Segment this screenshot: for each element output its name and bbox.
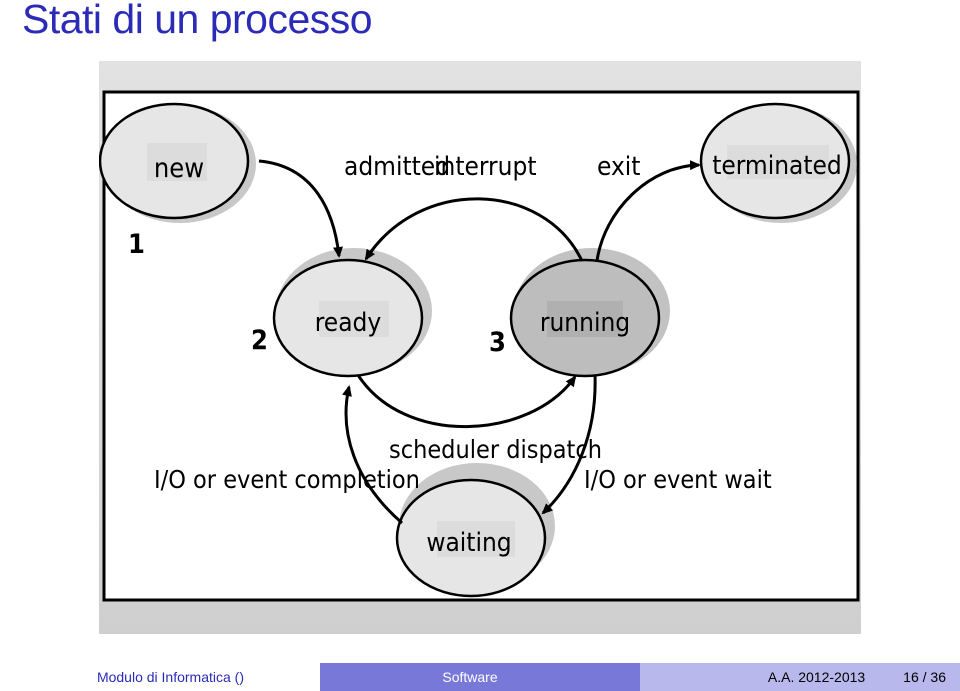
arrow-interrupt (364, 197, 584, 262)
state-running: running (509, 248, 670, 378)
footer-author: Modulo di Informatica () (0, 663, 320, 691)
label-io-event-wait: I/O or event wait (584, 465, 772, 494)
state-terminated-label: terminated (712, 151, 842, 181)
state-terminated: terminated (699, 102, 857, 223)
state-new: new (99, 102, 256, 223)
state-ready-label: ready (315, 308, 382, 338)
footer-info: A.A. 2012-2013 16 / 36 (640, 663, 960, 691)
arrow-io-event-wait (541, 374, 597, 515)
state-ready: ready (272, 248, 432, 378)
marker-3: 3 (489, 327, 506, 358)
process-state-diagram: new terminated ready running (99, 61, 861, 634)
footer-section-title: Software (442, 669, 498, 685)
label-io-event-completion: I/O or event completion (154, 465, 420, 494)
marker-2: 2 (251, 325, 268, 356)
state-running-label: running (540, 308, 630, 338)
arrow-io-event-completion (342, 385, 403, 525)
slide-title: Stati di un processo (22, 0, 373, 42)
state-waiting-label: waiting (426, 528, 511, 558)
marker-1: 1 (128, 229, 145, 260)
footer-date: A.A. 2012-2013 (767, 669, 866, 685)
state-waiting: waiting (395, 463, 555, 598)
label-exit: exit (597, 152, 640, 182)
footer-section: Software (320, 663, 640, 691)
label-interrupt: interrupt (434, 152, 537, 182)
footer-page-number: 16 / 36 (903, 669, 946, 685)
arrow-exit (595, 160, 701, 262)
slide-footer: Modulo di Informatica () Software A.A. 2… (0, 663, 960, 691)
state-new-label: new (154, 153, 204, 184)
arrow-scheduler-dispatch (356, 374, 577, 429)
label-scheduler-dispatch: scheduler dispatch (389, 435, 602, 464)
label-admitted: admitted (344, 152, 450, 182)
arrow-admitted (258, 159, 343, 258)
footer-course: Modulo di Informatica () (96, 669, 244, 685)
